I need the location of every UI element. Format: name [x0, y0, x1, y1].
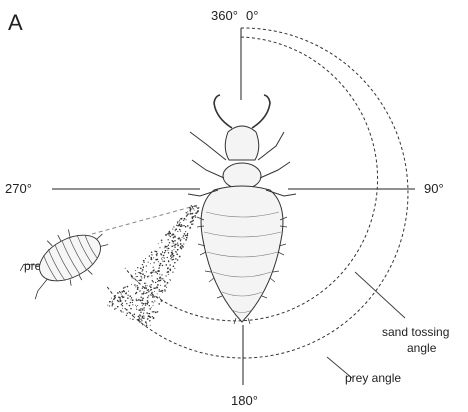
larva-head	[225, 126, 259, 160]
sand-tossing-label-line1: sand tossing	[382, 325, 449, 339]
panel-label: A	[8, 10, 23, 35]
larva-prothorax	[223, 163, 261, 189]
sand-tossing-label-line2: angle	[407, 341, 437, 355]
angle-label-180: 180°	[231, 393, 258, 408]
angle-label-270: 270°	[5, 181, 32, 196]
prey-angle-label: prey angle	[345, 371, 401, 385]
sand-tossing-leader	[355, 272, 405, 318]
sand-spray	[107, 205, 199, 326]
angle-label-90: 90°	[424, 181, 444, 196]
prey-link-line	[92, 205, 198, 234]
angle-label-360: 360°	[211, 8, 238, 23]
right-mandible	[252, 95, 270, 128]
antlion-larva-illustration	[188, 95, 296, 324]
angle-label-0: 0°	[246, 8, 258, 23]
left-mandible	[214, 95, 232, 128]
